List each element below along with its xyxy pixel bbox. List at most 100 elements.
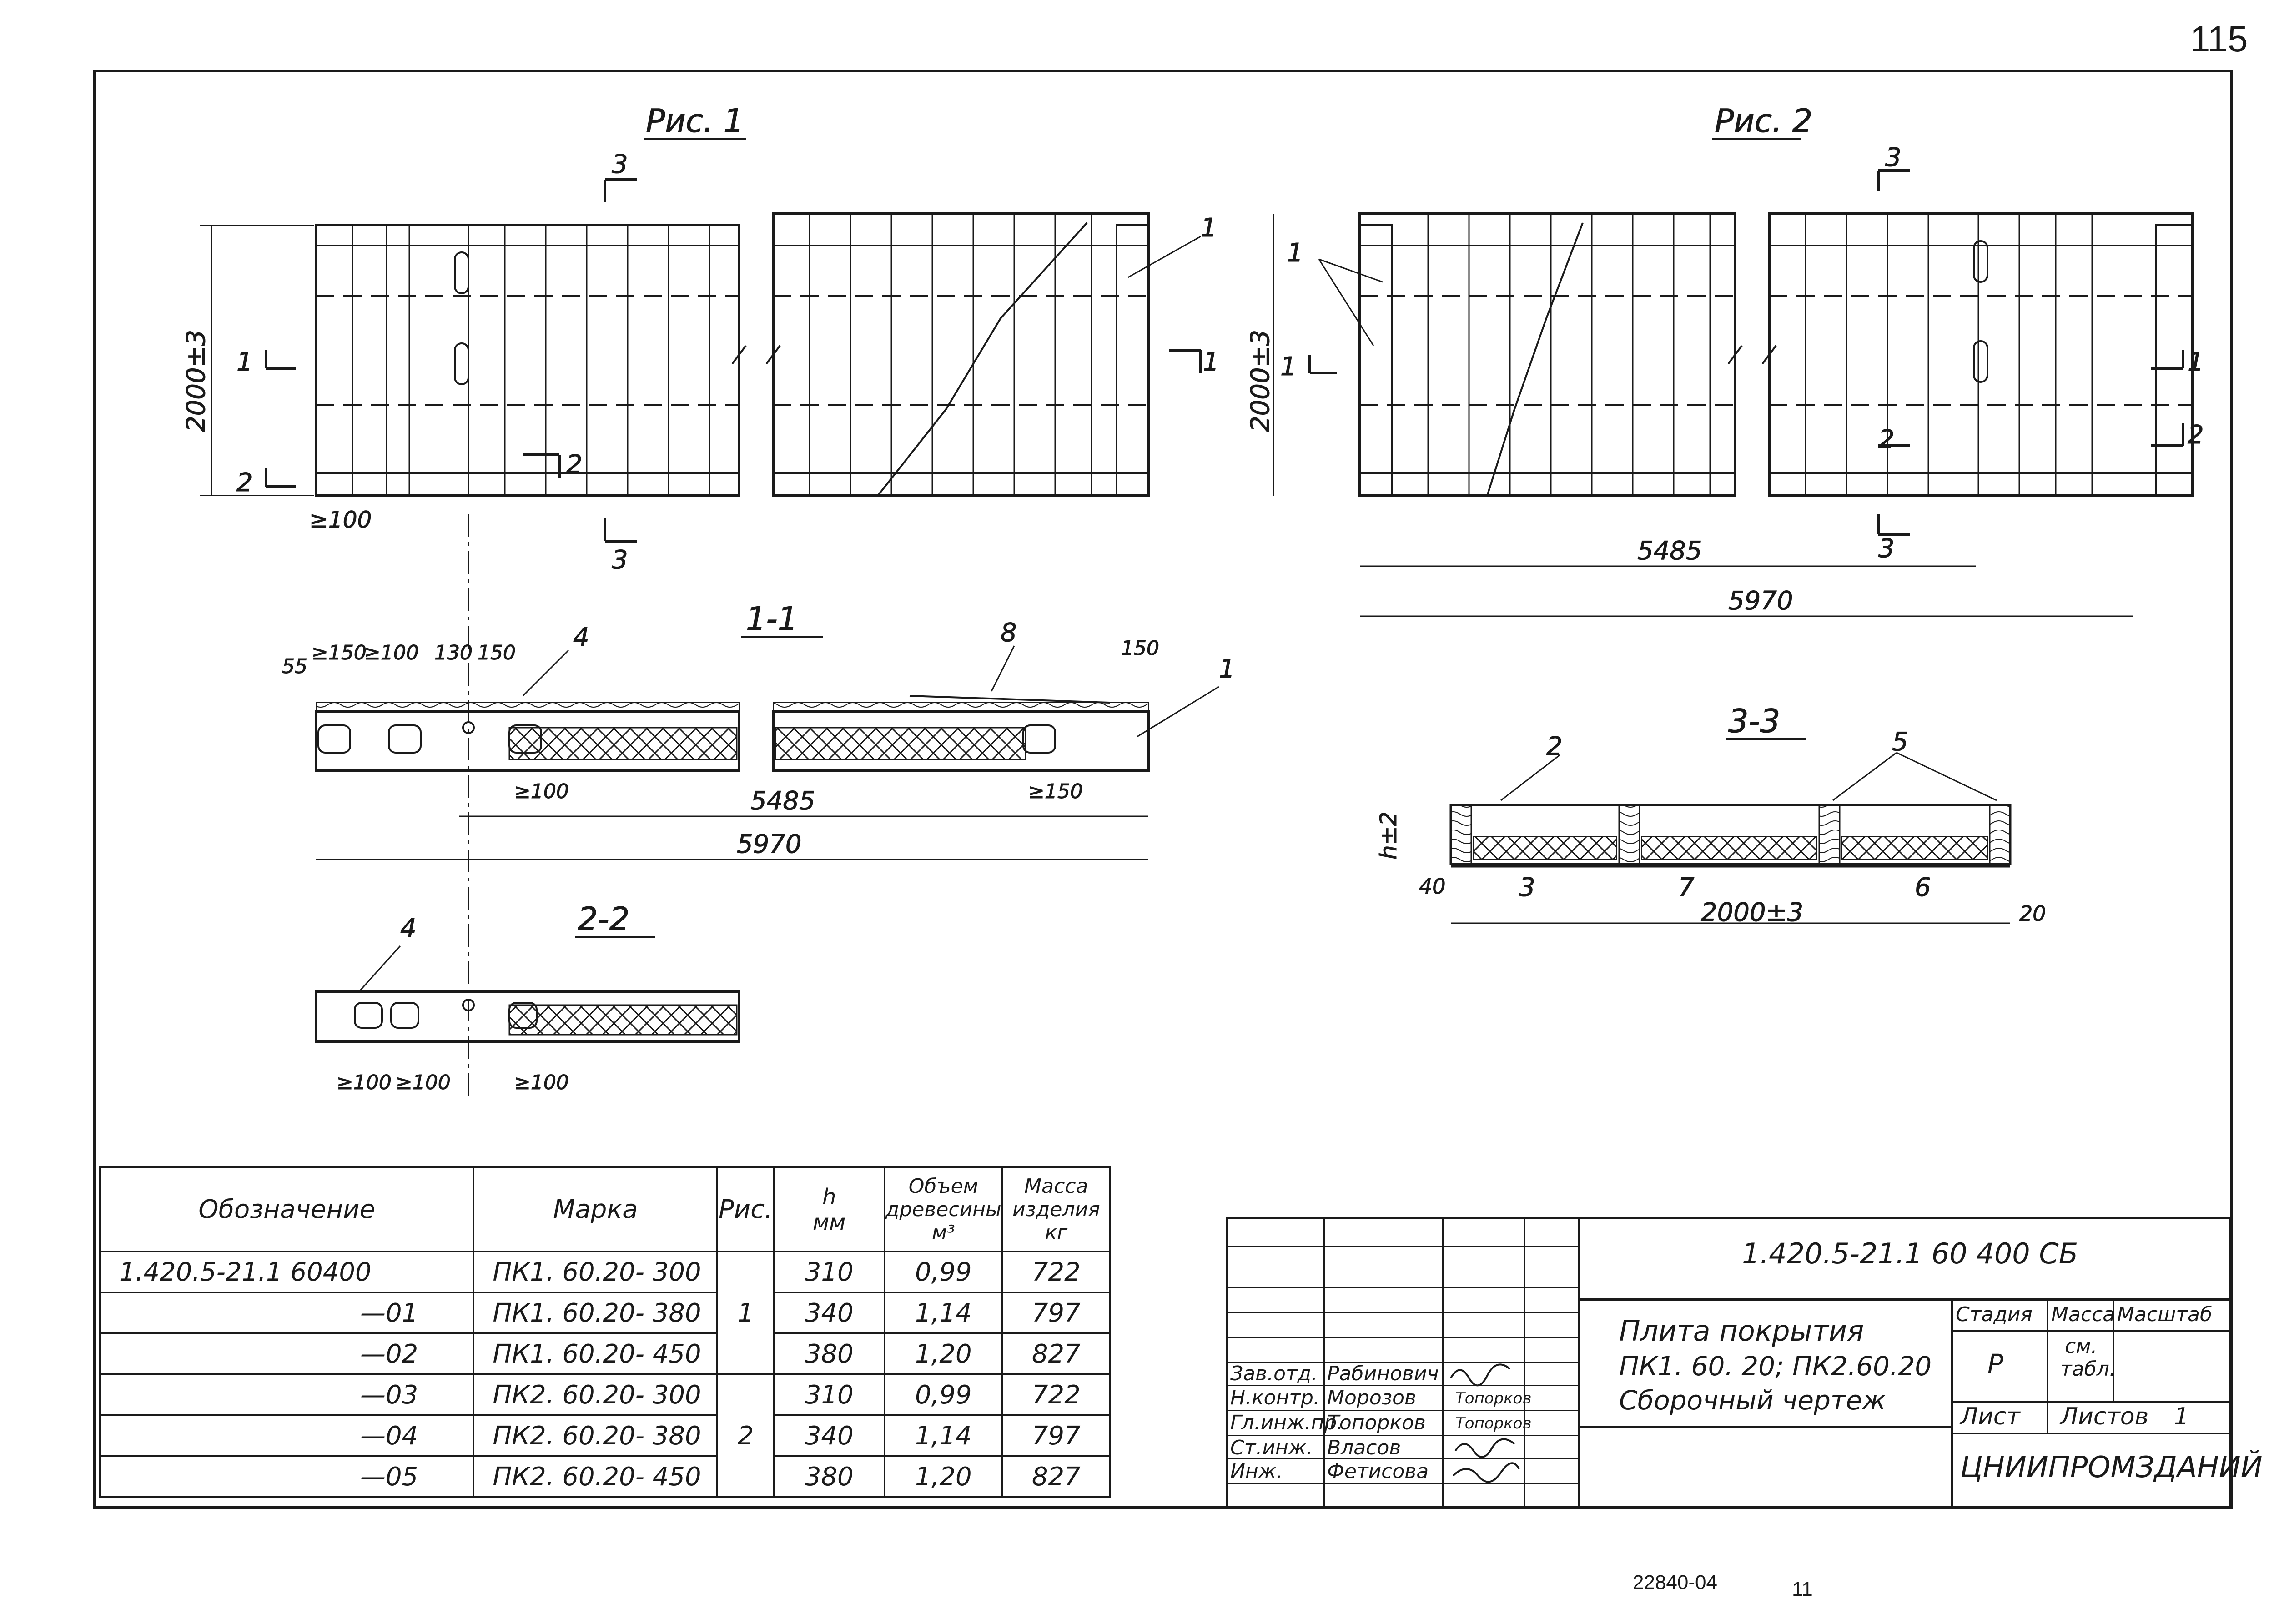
doc-name-2: ПК1. 60. 20; ПК2.60.20 xyxy=(1619,1351,1932,1382)
staff-role-5: Инж. xyxy=(1230,1460,1283,1483)
sect11-dim-100c: ≥100 xyxy=(514,780,569,803)
row-designation: —03 xyxy=(99,1373,475,1416)
fig1-sect-3-top: 3 xyxy=(612,150,628,179)
organization: ЦНИИПРОМЗДАНИЙ xyxy=(1960,1451,2263,1484)
section-3-3-title: 3-3 xyxy=(1728,703,1780,740)
row-volume: 1,20 xyxy=(883,1455,1003,1498)
doc-name-1: Плита покрытия xyxy=(1619,1314,1864,1347)
spec-table: Обозначение Марка Рис. h мм Объем древес… xyxy=(99,1166,1112,1498)
row-mark: ПК1. 60.20- 380 xyxy=(473,1292,719,1334)
row-mark: ПК2. 60.20- 380 xyxy=(473,1414,719,1457)
section-2-2: 2-2 4 ≥100 ≥100 ≥100 xyxy=(315,900,740,1095)
row-designation: —05 xyxy=(99,1455,475,1498)
row-h: 310 xyxy=(773,1251,885,1293)
col-volume-header: Объем древесины м³ xyxy=(883,1166,1003,1252)
fig2-len-5970: 5970 xyxy=(1728,586,1793,616)
sect33-dim-h: h±2 xyxy=(1375,812,1402,860)
sect33-pos-6: 6 xyxy=(1915,873,1931,902)
fig1-sect-2-left: 2 xyxy=(236,468,253,498)
row-volume: 1,14 xyxy=(883,1292,1003,1334)
fig2-sect-2-mid: 2 xyxy=(1878,425,1895,454)
page-number: 115 xyxy=(2190,19,2248,59)
row-mark: ПК2. 60.20- 450 xyxy=(473,1455,719,1498)
sect22-dim-100b: ≥100 xyxy=(396,1071,451,1094)
col-designation-header: Обозначение xyxy=(99,1166,475,1252)
staff-name-1: Рабинович xyxy=(1327,1362,1439,1385)
row-mass: 722 xyxy=(1001,1251,1112,1293)
row-volume: 0,99 xyxy=(883,1251,1003,1293)
sect11-dim-150r: 150 xyxy=(1121,637,1159,660)
doc-name-3: Сборочный чертеж xyxy=(1619,1385,1886,1416)
row-volume: 1,20 xyxy=(883,1332,1003,1375)
row-h: 310 xyxy=(773,1373,885,1416)
row-volume: 0,99 xyxy=(883,1373,1003,1416)
fig1-width-dim: 2000±3 xyxy=(181,330,211,432)
sect33-pos-7: 7 xyxy=(1678,873,1695,902)
mass-value-2: табл. xyxy=(2060,1358,2116,1381)
table-row: —04 ПК2. 60.20- 380 340 1,14 797 xyxy=(99,1414,1112,1457)
row-volume: 1,14 xyxy=(883,1414,1003,1457)
sect11-pos-1: 1 xyxy=(1219,654,1235,684)
table-row: —03 ПК2. 60.20- 300 2 310 0,99 722 xyxy=(99,1373,1112,1498)
h-label: h xyxy=(822,1184,836,1210)
title-block: 1.420.5-21.1 60 400 СБ Плита покрытия ПК… xyxy=(1226,1217,2263,1509)
sect33-dim-2000: 2000±3 xyxy=(1701,898,1803,927)
volume-unit: м³ xyxy=(931,1221,955,1244)
sheet-footer-number: 11 xyxy=(1792,1578,1813,1600)
sect11-len-5970: 5970 xyxy=(737,830,802,859)
col-mass-header: Масса изделия кг xyxy=(1001,1166,1112,1252)
scale-label: Масштаб xyxy=(2117,1303,2213,1326)
archive-number: 22840-04 xyxy=(1633,1571,1717,1594)
mass-value-1: см. xyxy=(2065,1335,2098,1358)
staff-name-3: Топорков xyxy=(1327,1411,1426,1434)
table-row: —02 ПК1. 60.20- 450 380 1,20 827 xyxy=(99,1332,1112,1375)
fig2-sect-1-right: 1 xyxy=(2188,347,2204,377)
row-designation: —04 xyxy=(99,1414,475,1457)
sect33-pos-5: 5 xyxy=(1892,727,1908,757)
mass-unit: кг xyxy=(1045,1221,1068,1244)
signature-toporkov-2: Топорков xyxy=(1455,1414,1532,1433)
row-h: 380 xyxy=(773,1455,885,1498)
fig2-len-5485: 5485 xyxy=(1637,536,1702,566)
row-h: 340 xyxy=(773,1414,885,1457)
row-mass: 797 xyxy=(1001,1292,1112,1334)
sect22-dim-100c: ≥100 xyxy=(514,1071,569,1094)
fig2-width-dim: 2000±3 xyxy=(1246,330,1275,432)
section-3-3: 3-3 2 5 3 7 6 h±2 40 2000±3 20 xyxy=(1375,703,2047,928)
staff-role-4: Ст.инж. xyxy=(1230,1436,1313,1459)
row-h: 340 xyxy=(773,1292,885,1334)
sect11-dim-130: 130 xyxy=(434,641,473,664)
row-mark: ПК1. 60.20- 300 xyxy=(473,1251,719,1293)
table-row: 1.420.5-21.1 60400 ПК1. 60.20- 300 1 310… xyxy=(99,1251,1112,1375)
sect11-pos-8: 8 xyxy=(1001,618,1017,648)
row-fig-group-1: 1 xyxy=(716,1251,775,1375)
row-mark: ПК1. 60.20- 450 xyxy=(473,1332,719,1375)
doc-code: 1.420.5-21.1 60 400 СБ xyxy=(1742,1237,2078,1270)
sect22-pos-4: 4 xyxy=(400,914,417,943)
row-mass: 722 xyxy=(1001,1373,1112,1416)
staff-role-3: Гл.инж.пр. xyxy=(1230,1411,1343,1434)
drawing-frame xyxy=(93,70,2233,1509)
sect33-dim-20: 20 xyxy=(2019,901,2046,926)
sect11-dim-55: 55 xyxy=(282,655,307,678)
sect11-dim-100: ≥100 xyxy=(364,641,419,664)
col-fig-header: Рис. xyxy=(716,1166,775,1252)
sheet-label: Лист xyxy=(1960,1403,2020,1430)
figure-2-title: Рис. 2 xyxy=(1715,102,1812,140)
volume-label: Объем древесины xyxy=(885,1175,1001,1221)
section-1-1: 1-1 8 4 1 ≥150 ≥100 130 150 55 150 ≥100 … xyxy=(282,514,1235,1101)
sect33-dim-40: 40 xyxy=(1419,874,1446,899)
figure-1-plan: Рис. 1 xyxy=(181,102,1220,575)
section-2-2-title: 2-2 xyxy=(578,900,629,938)
signature-toporkov-1: Топорков xyxy=(1455,1389,1532,1408)
mass-label: Масса xyxy=(2051,1303,2115,1326)
sect22-dim-100a: ≥100 xyxy=(337,1071,392,1094)
sect11-dim-150b: 150 xyxy=(478,641,516,664)
staff-role-2: Н.контр. xyxy=(1230,1386,1320,1409)
sheets-value: 1 xyxy=(2174,1403,2189,1430)
figure-2-plan: Рис. 2 xyxy=(1246,102,2204,617)
sect11-len-5485: 5485 xyxy=(750,786,815,816)
h-unit: мм xyxy=(812,1209,846,1235)
section-1-1-title: 1-1 xyxy=(746,600,798,638)
staff-name-5: Фетисова xyxy=(1327,1460,1429,1483)
